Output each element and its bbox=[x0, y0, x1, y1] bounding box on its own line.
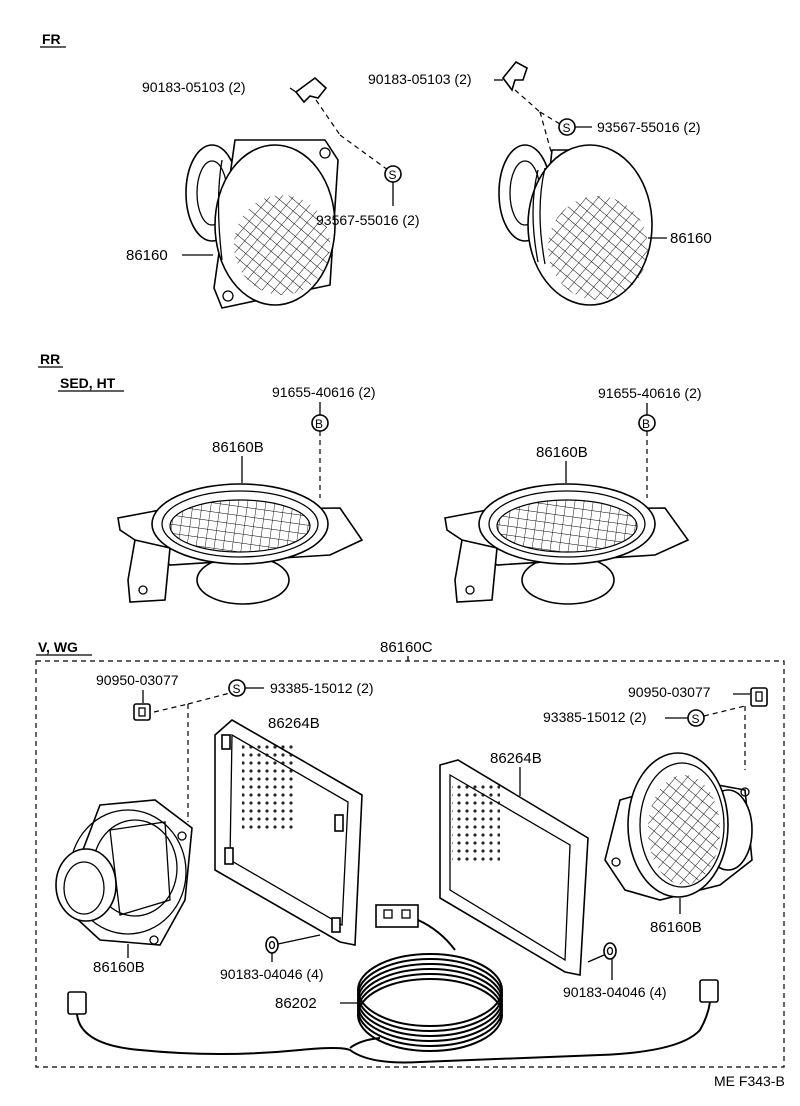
rr-left-bolt-icon: B bbox=[311, 414, 329, 432]
vwg-wire-harness-drawing bbox=[67, 904, 719, 1064]
vwg-right-speaker-drawing bbox=[604, 752, 753, 901]
vwg-right-screw-label: 93385-15012 (2) bbox=[543, 709, 647, 725]
fr-right-screw-label: 93567-55016 (2) bbox=[597, 119, 701, 135]
fr-left-clip-label: 90183-05103 (2) bbox=[142, 79, 246, 95]
svg-text:S: S bbox=[563, 121, 571, 135]
vwg-right-speaker-label: 86160B bbox=[650, 919, 702, 936]
rr-right-bolt-icon: B bbox=[638, 414, 656, 432]
vwg-wire-label: 86202 bbox=[275, 995, 317, 1012]
fr-right-speaker-label: 86160 bbox=[670, 230, 712, 247]
rr-right-bolt-label: 91655-40616 (2) bbox=[598, 385, 702, 401]
vwg-left-box-label: 86264B bbox=[268, 715, 320, 732]
fr-left-clip-icon bbox=[294, 76, 328, 104]
svg-text:S: S bbox=[692, 712, 700, 726]
vwg-left-box-drawing bbox=[214, 719, 363, 946]
vwg-left-speaker-drawing bbox=[55, 799, 193, 946]
section-label-rr: RR bbox=[40, 351, 60, 367]
assembly-boundary bbox=[35, 660, 785, 1068]
vwg-right-screw-icon: S bbox=[687, 709, 705, 727]
section-label-fr: FR bbox=[42, 31, 61, 47]
fr-right-screw-icon: S bbox=[558, 118, 576, 136]
vwg-left-grommet-icon bbox=[133, 703, 151, 721]
fr-left-speaker-label: 86160 bbox=[126, 247, 168, 264]
rr-left-speaker-label: 86160B bbox=[212, 439, 264, 456]
vwg-right-nut-label: 90183-04046 (4) bbox=[563, 984, 667, 1000]
vwg-right-box-drawing bbox=[439, 759, 589, 976]
svg-text:S: S bbox=[233, 682, 241, 696]
section-vwg: V, WG 86160C 90950-03077 S 93385-15012 (… bbox=[35, 639, 785, 1068]
vwg-right-box-label: 86264B bbox=[490, 750, 542, 767]
vwg-left-screw-label: 93385-15012 (2) bbox=[270, 680, 374, 696]
rr-left-speaker-drawing bbox=[117, 483, 364, 605]
catalog-code: ME F343-B bbox=[714, 1073, 785, 1089]
rr-right-speaker-label: 86160B bbox=[536, 444, 588, 461]
fr-right-speaker-drawing bbox=[498, 144, 653, 306]
section-label-vwg: V, WG bbox=[38, 639, 78, 655]
section-fr: FR 90183-05103 (2) S 93567-55016 (2) bbox=[40, 31, 712, 309]
svg-text:B: B bbox=[642, 417, 650, 431]
rr-right-speaker-drawing bbox=[444, 483, 690, 605]
fr-right-clip-label: 90183-05103 (2) bbox=[368, 71, 472, 87]
fr-left-screw-icon: S bbox=[384, 165, 402, 183]
vwg-assembly-label: 86160C bbox=[380, 639, 433, 656]
vwg-left-nut-icon bbox=[265, 936, 279, 954]
vwg-left-screw-icon: S bbox=[228, 679, 246, 697]
vwg-left-speaker-label: 86160B bbox=[93, 959, 145, 976]
fr-right-clip-icon bbox=[501, 60, 528, 92]
rr-left-bolt-label: 91655-40616 (2) bbox=[272, 384, 376, 400]
vwg-right-grommet-icon bbox=[750, 687, 768, 707]
vwg-left-grommet-label: 90950-03077 bbox=[96, 672, 179, 688]
fr-left-screw-label: 93567-55016 (2) bbox=[316, 212, 420, 228]
vwg-right-nut-icon bbox=[603, 942, 617, 960]
section-label-rr-sub: SED, HT bbox=[60, 375, 116, 391]
section-rr: RR SED, HT 86160B 91655-40616 (2) B bbox=[38, 351, 702, 605]
vwg-left-nut-label: 90183-04046 (4) bbox=[220, 966, 324, 982]
svg-text:B: B bbox=[315, 417, 323, 431]
fr-left-speaker-drawing bbox=[185, 139, 339, 309]
vwg-right-grommet-label: 90950-03077 bbox=[628, 684, 711, 700]
svg-text:S: S bbox=[389, 168, 397, 182]
